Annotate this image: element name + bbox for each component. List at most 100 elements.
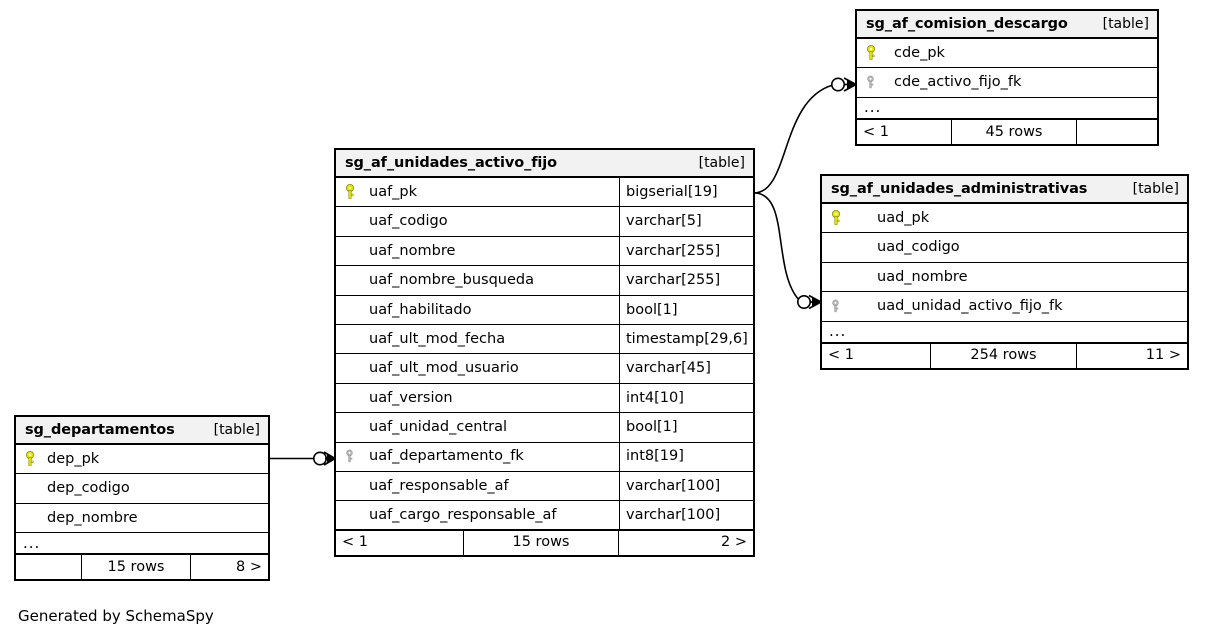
column-row[interactable]: uaf_codigo varchar[5] [336,207,753,237]
column-row[interactable]: cde_activo_fijo_fk [857,68,1157,98]
column-row[interactable]: uaf_pk bigserial[19] [336,178,753,208]
footer-prev-degree[interactable]: < 1 [828,347,854,364]
table-title: sg_af_comision_descargo [866,15,1068,32]
column-label: dep_codigo [47,480,130,497]
column-name-cell: uaf_version [336,384,619,412]
column-name-cell: uaf_codigo [336,207,619,235]
column-label: uaf_nombre_busqueda [369,272,534,289]
footer-row-count: 254 rows [930,343,1077,368]
column-label: cde_activo_fijo_fk [894,74,1022,91]
column-row[interactable]: uaf_cargo_responsable_af varchar[100] [336,501,753,531]
table-sg_departamentos[interactable]: sg_departamentos [table] dep_pk dep_codi… [14,415,270,582]
column-name-cell: cde_activo_fijo_fk [857,68,1157,96]
foreign-key-icon [866,75,892,90]
table-type-tag: [table] [213,422,260,438]
column-name-cell: uaf_cargo_responsable_af [336,501,619,528]
column-name-cell: uad_codigo [822,233,1187,261]
column-row[interactable]: uaf_unidad_central bool[1] [336,413,753,443]
column-row[interactable]: dep_nombre [16,504,268,534]
column-type-cell: int4[10] [619,383,753,413]
column-row[interactable]: uad_pk [822,204,1187,234]
footer-prev-degree[interactable]: < 1 [863,123,889,140]
column-label: uad_codigo [877,239,960,256]
column-name-cell: uaf_responsable_af [336,472,619,500]
column-row[interactable]: uaf_ult_mod_fecha timestamp[29,6] [336,324,753,355]
column-label: uaf_pk [369,183,418,200]
primary-key-icon [866,45,892,61]
column-label: uaf_departamento_fk [369,448,524,465]
table-type-tag: [table] [1132,181,1179,197]
column-name-cell: cde_pk [857,39,1157,67]
column-row[interactable]: uaf_version int4[10] [336,383,753,414]
column-name-cell: uaf_ult_mod_usuario [336,354,619,382]
table-type-tag: [table] [698,155,745,171]
column-name-cell: uaf_unidad_central [336,413,619,441]
column-name-cell: dep_codigo [16,474,268,502]
column-row[interactable]: uaf_nombre_busqueda varchar[255] [336,266,753,296]
column-type-cell: varchar[100] [619,471,753,501]
column-type-cell: bool[1] [619,295,753,324]
column-name-cell: uad_unidad_activo_fijo_fk [822,292,1187,320]
column-name-cell: uaf_pk [336,178,619,206]
primary-key-icon [25,451,45,467]
table-footer: < 1 254 rows 11 > [822,343,1187,368]
column-type-cell: bool[1] [619,413,753,442]
column-row[interactable]: uaf_departamento_fk int8[19] [336,442,753,472]
column-type-cell: varchar[255] [619,236,753,266]
foreign-key-icon [345,449,367,464]
column-name-cell: uaf_nombre_busqueda [336,266,619,294]
column-row[interactable]: uaf_nombre varchar[255] [336,236,753,267]
column-row[interactable]: uad_nombre [822,263,1187,293]
relationship-dep-to-uaf [270,451,336,466]
footer-next-degree[interactable]: 2 > [721,534,747,551]
column-row[interactable]: cde_pk [857,39,1157,69]
foreign-key-icon [831,299,875,314]
column-label: uaf_ult_mod_usuario [369,360,519,377]
column-name-cell: uad_nombre [822,263,1187,291]
footer-prev-degree[interactable] [16,555,81,579]
column-name-cell: uad_pk [822,204,1187,232]
column-label: uaf_nombre [369,242,456,259]
optional-marker-circle [796,294,811,309]
column-row[interactable]: uaf_habilitado bool[1] [336,295,753,325]
more-columns-ellipsis: ... [822,322,1187,344]
column-row[interactable]: uad_codigo [822,233,1187,263]
table-header: sg_af_unidades_activo_fijo [table] [336,150,753,178]
table-footer: < 1 45 rows [857,119,1157,144]
column-type-cell: timestamp[29,6] [619,324,753,354]
column-row[interactable]: uaf_responsable_af varchar[100] [336,471,753,502]
column-label: uaf_habilitado [369,301,472,318]
column-label: uaf_cargo_responsable_af [369,506,557,523]
column-row[interactable]: uad_unidad_activo_fijo_fk [822,292,1187,322]
column-type-cell: varchar[5] [619,207,753,236]
table-footer: 15 rows 8 > [16,555,268,580]
table-sg_af_unidades_activo_fijo[interactable]: sg_af_unidades_activo_fijo [table] uaf_p… [334,148,755,557]
column-label: cde_pk [894,44,945,61]
column-name-cell: uaf_ult_mod_fecha [336,325,619,353]
footer-row-count: 15 rows [463,530,619,555]
column-row[interactable]: uaf_ult_mod_usuario varchar[45] [336,354,753,384]
footer-next-degree[interactable] [1077,120,1157,144]
table-sg_af_comision_descargo[interactable]: sg_af_comision_descargo [table] cde_pk [855,9,1159,146]
column-type-cell: varchar[100] [619,501,753,529]
footer-prev-degree[interactable]: < 1 [342,534,368,551]
table-sg_af_unidades_administrativas[interactable]: sg_af_unidades_administrativas [table] u… [820,174,1189,370]
footer-next-degree[interactable]: 11 > [1145,347,1181,364]
column-row[interactable]: dep_codigo [16,474,268,504]
footer-next-degree[interactable]: 8 > [236,558,262,575]
column-label: uaf_version [369,389,453,406]
footer-row-count: 15 rows [81,555,191,580]
column-type-cell: int8[19] [619,442,753,471]
table-header: sg_departamentos [table] [16,417,268,445]
table-title: sg_af_unidades_activo_fijo [345,154,558,171]
primary-key-icon [831,210,875,226]
table-header: sg_af_unidades_administrativas [table] [822,176,1187,204]
column-label: dep_nombre [47,509,138,526]
column-label: uaf_responsable_af [369,477,509,494]
column-row[interactable]: dep_pk [16,445,268,475]
column-type-cell: varchar[255] [619,266,753,295]
column-label: uad_pk [877,209,930,226]
more-columns-ellipsis: ... [857,98,1157,120]
